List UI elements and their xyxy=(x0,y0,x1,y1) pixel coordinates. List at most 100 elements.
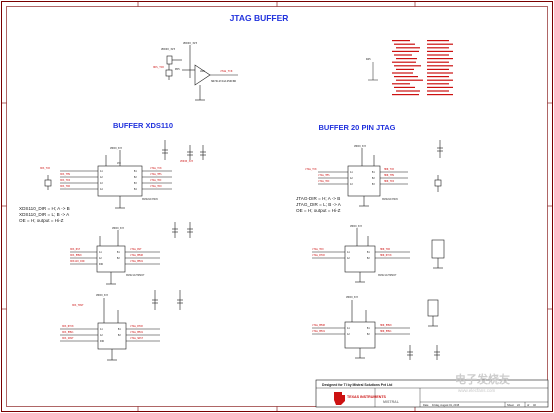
svg-text:HDR_TDI: HDR_TDI xyxy=(384,180,395,183)
svg-text:JTAG_TCK: JTAG_TCK xyxy=(220,69,233,73)
net-label-mark xyxy=(427,47,449,49)
svg-text:SN74LVC1G125DCKR: SN74LVC1G125DCKR xyxy=(211,79,236,83)
left-note-2: XDS110_DIR = L; B -> A xyxy=(19,212,70,217)
left-note-3: OE = H; output = Hi-Z xyxy=(19,218,64,223)
svg-text:XDS_SRST: XDS_SRST xyxy=(62,337,74,340)
svg-text:B3: B3 xyxy=(134,182,137,185)
jtag-buffer-u3 xyxy=(312,299,440,360)
svg-text:XDS_TMS: XDS_TMS xyxy=(60,173,71,176)
svg-text:B2: B2 xyxy=(118,334,121,337)
svg-text:JTAG_EMU1: JTAG_EMU1 xyxy=(130,260,144,263)
svg-text:HDR_TDO: HDR_TDO xyxy=(380,248,391,251)
net-label-mark xyxy=(427,86,453,88)
net-label-mark xyxy=(394,65,421,67)
svg-text:B1: B1 xyxy=(134,170,137,173)
net-label-mark xyxy=(392,83,410,85)
svg-text:B1: B1 xyxy=(117,251,120,254)
xds-buffer-u2 xyxy=(70,222,193,285)
net-label-mark xyxy=(427,94,453,96)
net-label-mark xyxy=(427,76,449,78)
svg-text:JTAG_TDI: JTAG_TDI xyxy=(150,179,162,182)
svg-text:JTAG_EMU0: JTAG_EMU0 xyxy=(312,324,326,327)
svg-text:VDDIO_3V3: VDDIO_3V3 xyxy=(112,227,125,230)
svg-text:A3: A3 xyxy=(100,182,103,185)
company-name: TEXAS INSTRUMENTS xyxy=(347,395,387,399)
net-list-top-right: R45 xyxy=(366,57,378,81)
svg-text:DIR: DIR xyxy=(99,263,104,266)
right-notes: JTAG-DIR = H; A -> B JTAG_DIR = L; B -> … xyxy=(296,196,342,213)
svg-text:B2: B2 xyxy=(117,257,120,260)
svg-text:XDS_TRST: XDS_TRST xyxy=(72,304,84,307)
svg-text:JTAG_EMU0: JTAG_EMU0 xyxy=(130,254,144,257)
svg-text:A2: A2 xyxy=(99,257,102,260)
svg-text:JTAG_RST: JTAG_RST xyxy=(130,248,142,251)
svg-text:VCC: VCC xyxy=(117,162,122,165)
designed-for-text: Designed for TI by Mistral Solutions Pvt… xyxy=(322,383,392,387)
top-buffer-circuit xyxy=(165,45,238,101)
date-value: Friday, August 01, 2015 xyxy=(432,403,460,407)
sheet-value: 22 xyxy=(517,403,520,407)
net-label-mark xyxy=(427,90,449,92)
svg-text:XDS_RST: XDS_RST xyxy=(70,248,81,251)
svg-text:A1: A1 xyxy=(347,327,350,330)
svg-text:A1: A1 xyxy=(100,328,103,331)
svg-text:A2: A2 xyxy=(100,334,103,337)
right-section-title: BUFFER 20 PIN JTAG xyxy=(319,123,396,132)
net-label-mark xyxy=(396,58,417,60)
ti-logo-icon xyxy=(334,392,345,405)
svg-text:B2: B2 xyxy=(367,333,370,336)
net-label-mark xyxy=(427,83,449,85)
svg-text:VDDIO_3V3: VDDIO_3V3 xyxy=(180,160,194,163)
svg-text:B2: B2 xyxy=(367,257,370,260)
svg-text:JTAG_RTCK: JTAG_RTCK xyxy=(130,325,144,328)
svg-text:B4: B4 xyxy=(134,188,137,191)
date-label: Date xyxy=(423,403,429,407)
svg-text:XDS_EMU1: XDS_EMU1 xyxy=(62,331,74,334)
svg-text:VDDIO_3V3: VDDIO_3V3 xyxy=(350,225,363,228)
svg-text:U20: U20 xyxy=(200,69,205,73)
svg-text:VDDIO_3V3: VDDIO_3V3 xyxy=(96,294,109,297)
svg-text:XDS_TDO: XDS_TDO xyxy=(60,185,71,188)
svg-text:HDR_EMU1: HDR_EMU1 xyxy=(380,330,392,333)
net-label-mark xyxy=(392,61,416,63)
svg-text:A2: A2 xyxy=(350,177,353,180)
net-label-mark xyxy=(427,65,453,67)
net-label-mark xyxy=(427,68,449,70)
xds-buffer-u3 xyxy=(60,290,183,361)
net-label-mark xyxy=(427,58,453,60)
svg-text:JTAG_TDI: JTAG_TDI xyxy=(318,180,330,183)
watermark-cn: 电子发烧友 xyxy=(455,372,510,386)
net-label-mark xyxy=(396,79,423,81)
svg-text:R45: R45 xyxy=(366,57,371,61)
svg-text:JTAG_EMU1: JTAG_EMU1 xyxy=(130,331,144,334)
svg-text:A2: A2 xyxy=(347,333,350,336)
svg-text:JTAG_TCK: JTAG_TCK xyxy=(150,167,162,170)
svg-text:DIR: DIR xyxy=(100,340,105,343)
net-label-mark xyxy=(427,54,449,56)
net-label-mark xyxy=(392,40,410,42)
net-label-mark xyxy=(392,72,413,74)
svg-text:VDDIO_3V3: VDDIO_3V3 xyxy=(354,145,367,148)
svg-text:B1: B1 xyxy=(118,328,121,331)
svg-text:SN74LVC2T45DCT: SN74LVC2T45DCT xyxy=(126,274,145,277)
svg-text:A4: A4 xyxy=(100,188,103,191)
net-label-mark xyxy=(396,90,420,92)
left-section-title: BUFFER XDS110 xyxy=(113,121,173,130)
svg-text:VDDIO_3V3: VDDIO_3V3 xyxy=(346,296,359,299)
svg-text:A2: A2 xyxy=(347,257,350,260)
net-label-mark xyxy=(396,68,414,70)
net-label-mark xyxy=(394,43,415,45)
svg-text:VDDIO_3V3: VDDIO_3V3 xyxy=(161,47,175,51)
net-label-mark xyxy=(427,61,449,63)
svg-text:HDR_TMS: HDR_TMS xyxy=(384,174,395,177)
svg-text:JTAG_EMU1: JTAG_EMU1 xyxy=(312,330,326,333)
svg-text:VDDIO_3V3: VDDIO_3V3 xyxy=(110,147,123,150)
